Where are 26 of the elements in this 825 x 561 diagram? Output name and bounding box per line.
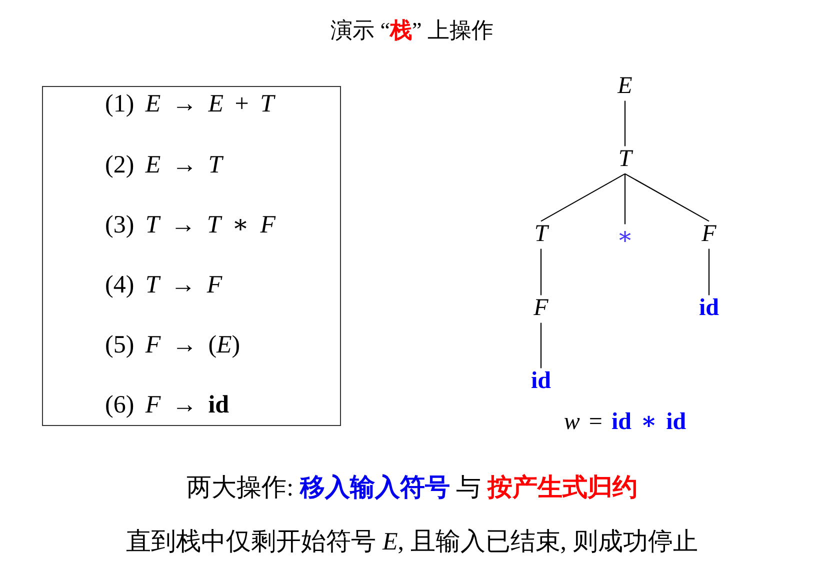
- symbol-label: T: [618, 146, 632, 174]
- token-label: id: [699, 295, 719, 323]
- production-rule: (5) F → (E): [105, 332, 240, 360]
- production-rule: (6) F → id: [105, 392, 230, 420]
- title: 演示 “栈” 上操作: [330, 17, 494, 43]
- symbol-label: F: [534, 295, 548, 323]
- equation-text: w = id ∗ id: [564, 409, 686, 437]
- note-text: 两大操作: 移入输入符号 与 按产生式归约: [186, 474, 638, 504]
- symbol-label: E: [618, 73, 632, 101]
- tree-branch: [624, 173, 710, 222]
- tree-branch: [624, 100, 626, 146]
- tree-branch: [624, 174, 626, 224]
- tree-branch: [540, 173, 626, 222]
- production-rule: (2) E → T: [105, 152, 222, 180]
- token-label: id: [531, 368, 551, 396]
- operator-label: ∗: [616, 224, 634, 252]
- production-rule: (4) T → F: [105, 272, 222, 300]
- tree-branch: [540, 248, 542, 296]
- symbol-label: T: [534, 221, 548, 249]
- production-rule: (3) T → T ∗ F: [105, 212, 276, 240]
- tree-branch: [708, 248, 710, 296]
- grammar-box: [42, 86, 341, 426]
- tree-branch: [540, 322, 542, 368]
- note-text: 直到栈中仅剩开始符号 E, 且输入已结束, 则成功停止: [126, 528, 698, 558]
- production-rule: (1) E → E + T: [105, 90, 274, 120]
- symbol-label: F: [702, 221, 716, 249]
